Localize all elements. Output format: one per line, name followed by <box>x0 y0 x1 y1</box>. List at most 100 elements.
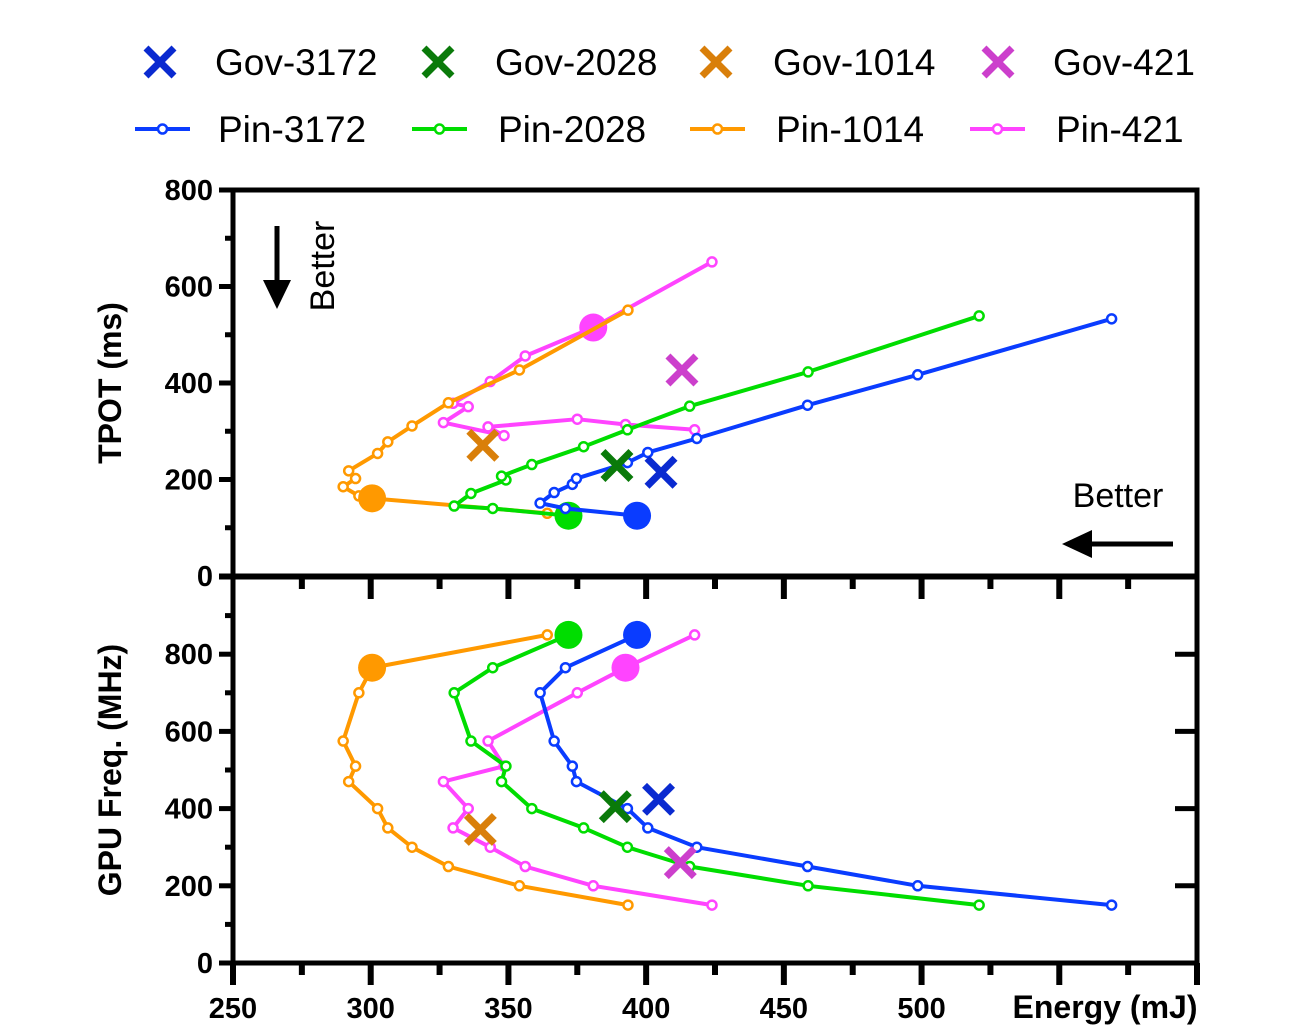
x-marker-icon-stroke <box>699 45 733 79</box>
bottom-y-tick-label: 800 <box>165 639 213 671</box>
pin-2028-bottom-series <box>448 620 985 911</box>
pin-2028-bottom-point <box>526 802 538 815</box>
pin-3172-bottom-highlight-point <box>623 620 652 649</box>
pin-2028-top-point <box>465 487 477 500</box>
x-marker-icon <box>143 45 177 79</box>
legend-label: Pin-1014 <box>776 109 924 150</box>
pin-1014-bottom-point <box>406 841 418 853</box>
pin-3172-bottom-point <box>559 661 572 674</box>
pin-2028-top-point <box>448 500 460 512</box>
legend-label: Pin-2028 <box>498 109 646 150</box>
pin-421-top-line <box>441 260 713 438</box>
pin-3172-top-point <box>911 369 924 381</box>
legend-item-gov-421: Gov-421 <box>981 42 1195 83</box>
pin-421-bottom-point <box>688 629 701 641</box>
pin-421-bottom-highlight-point <box>611 653 640 682</box>
pin-1014-top-series <box>337 304 634 520</box>
pin-3172-bottom-point <box>911 880 924 892</box>
top-y-tick-label: 400 <box>165 368 213 400</box>
pin-1014-bottom-point <box>622 899 634 911</box>
legend-point <box>156 123 169 135</box>
pin-3172-bottom-point <box>642 822 654 834</box>
better-arrow-down-icon <box>263 226 291 309</box>
pin-1014-bottom-point <box>513 880 526 892</box>
legend-item-pin-3172: Pin-3172 <box>135 109 366 150</box>
better-annotation-vertical: Better <box>304 221 342 312</box>
pin-421-bottom-point <box>482 735 494 747</box>
bottom-y-tick-label: 400 <box>165 794 213 826</box>
pin-1014-bottom-point <box>342 775 355 788</box>
pin-1014-bottom-point <box>371 802 384 815</box>
top-y-tick-label: 800 <box>165 175 213 207</box>
pin-1014-bottom-point <box>541 629 554 641</box>
x-tick-label: 400 <box>622 993 670 1025</box>
pin-421-bottom-point <box>437 775 450 788</box>
pin-3172-top-point <box>1105 313 1118 325</box>
pin-1014-bottom-point <box>349 760 362 772</box>
legend-label: Pin-3172 <box>218 109 366 150</box>
line-marker-icon <box>135 123 190 135</box>
legend-point <box>991 123 1004 135</box>
pin-2028-top-line <box>452 314 980 518</box>
pin-3172-top-point <box>642 446 654 459</box>
pin-3172-top-point <box>570 472 583 485</box>
x-tick-label: 450 <box>760 993 808 1025</box>
top-y-tick-label: 600 <box>165 272 213 304</box>
pin-2028-top-point <box>621 424 634 436</box>
pin-421-top-point <box>437 416 450 429</box>
pin-421-top-point <box>498 429 510 442</box>
gov-1014-top-marker-stroke <box>466 428 500 462</box>
pin-2028-top-point <box>577 440 590 453</box>
line-marker-icon <box>970 123 1025 135</box>
pin-2028-top-series <box>448 310 985 530</box>
pin-1014-top-point <box>513 364 526 376</box>
pin-2028-bottom-point <box>486 661 499 674</box>
pin-421-bottom-line <box>441 633 713 908</box>
pin-2028-top-point <box>683 400 696 412</box>
gov-3172-top-marker-stroke <box>644 455 678 489</box>
pin-421-top-point <box>571 413 584 425</box>
pin-1014-top-point <box>337 480 349 493</box>
pin-3172-top-point <box>534 497 546 509</box>
pin-3172-bottom-point <box>570 775 583 788</box>
x-tick-label: 250 <box>209 993 257 1025</box>
pin-2028-top-point <box>495 470 508 482</box>
pin-1014-bottom-point <box>382 822 394 834</box>
pin-1014-bottom-series <box>337 629 634 911</box>
legend-item-pin-2028: Pin-2028 <box>412 109 646 150</box>
pin-1014-bottom-point <box>353 687 365 699</box>
legend-item-gov-1014: Gov-1014 <box>699 42 936 83</box>
pin-3172-top-point <box>691 432 703 445</box>
top-panel-tpot: TPOT (ms) Better Better <box>92 221 1173 558</box>
bottom-y-tick-label: 200 <box>165 871 213 903</box>
better-arrow-left-icon <box>1062 530 1173 558</box>
pin-3172-bottom-point <box>621 802 634 815</box>
pin-1014-bottom-highlight-point <box>358 653 387 682</box>
bottom-y-axis-title: GPU Freq. (MHz) <box>92 644 128 896</box>
gov-1014-bottom-marker <box>463 812 497 846</box>
gov-421-bottom-marker <box>663 846 697 880</box>
x-tick-label: 500 <box>897 993 945 1025</box>
pin-421-top-point <box>462 400 474 413</box>
legend-item-pin-421: Pin-421 <box>970 109 1184 150</box>
pin-3172-bottom-point <box>801 860 814 873</box>
pin-1014-top-point <box>406 420 418 432</box>
gov-2028-top-marker-stroke <box>600 449 634 482</box>
pin-3172-bottom-point <box>566 760 579 772</box>
pin-2028-top-point <box>486 502 499 515</box>
pin-421-bottom-point <box>462 802 474 815</box>
line-marker-icon <box>412 123 467 135</box>
legend-item-gov-2028: Gov-2028 <box>421 42 658 83</box>
x-axis-title: Energy (mJ) <box>1013 989 1198 1025</box>
legend-label: Pin-421 <box>1056 109 1184 150</box>
pin-1014-top-point <box>622 304 634 316</box>
line-marker-icon <box>690 123 745 135</box>
legend-item-pin-1014: Pin-1014 <box>690 109 924 150</box>
pin-1014-bottom-point <box>337 735 349 747</box>
pin-3172-top-point <box>548 486 560 499</box>
x-marker-icon-stroke <box>421 45 455 79</box>
pin-2028-bottom-point <box>621 841 634 853</box>
top-y-tick-label: 0 <box>197 561 213 593</box>
pin-421-bottom-series <box>437 629 718 911</box>
